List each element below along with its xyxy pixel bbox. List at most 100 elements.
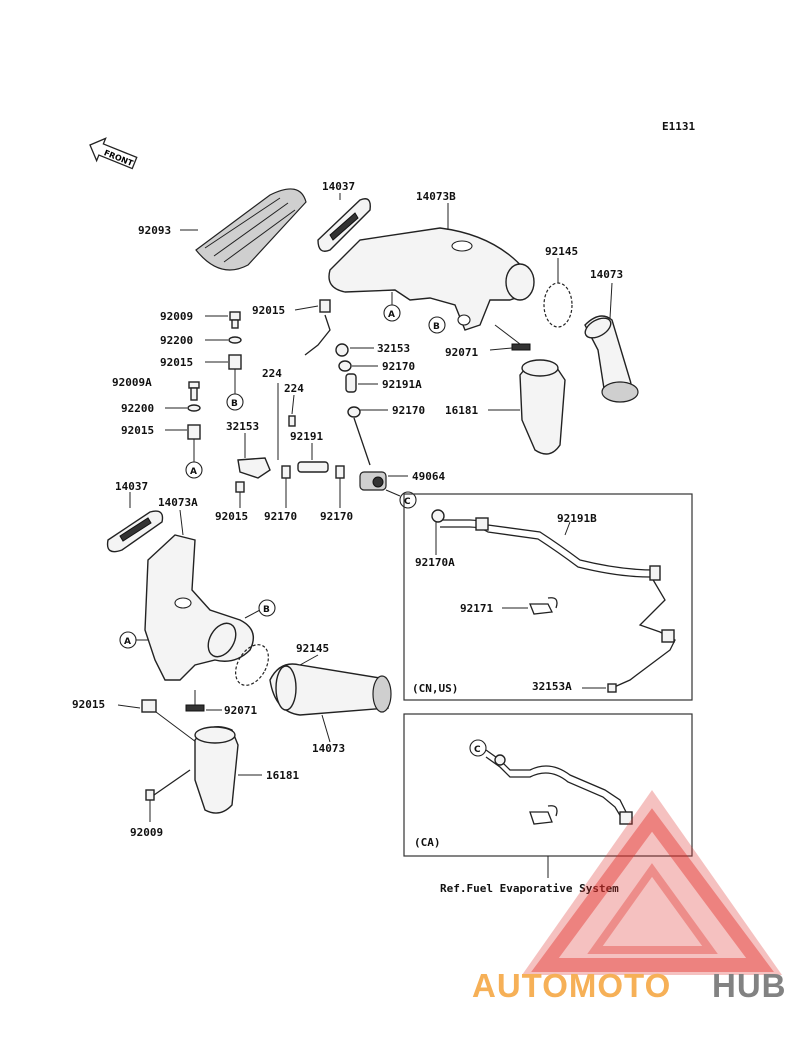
part-92071-clip-bottom xyxy=(185,704,205,712)
svg-text:B: B xyxy=(263,605,270,615)
label-92191A: 92191A xyxy=(382,378,422,391)
inset-ca-region: (CA) xyxy=(414,836,441,849)
reference-note: Ref.Fuel Evaporative System xyxy=(440,882,619,895)
part-92071-clip-top xyxy=(511,343,531,351)
svg-text:A: A xyxy=(190,467,197,477)
svg-text:A: A xyxy=(124,637,131,647)
label-92071-bot: 92071 xyxy=(224,704,257,717)
part-92170-clamp-d xyxy=(335,465,345,479)
label-14073B: 14073B xyxy=(416,190,456,203)
label-14073-bot: 14073 xyxy=(312,742,345,755)
part-92170A-clamp xyxy=(431,509,445,523)
part-32153-pipe-top xyxy=(304,314,349,357)
diagram-code: E1131 xyxy=(662,120,695,133)
label-92145-bot: 92145 xyxy=(296,642,329,655)
part-92171-clip xyxy=(529,597,558,615)
label-92200-top: 92200 xyxy=(160,334,193,347)
part-92015-collar-left xyxy=(187,424,201,440)
part-224-pin xyxy=(288,415,296,427)
label-92170A: 92170A xyxy=(415,556,455,569)
part-92191A-hose xyxy=(345,373,357,393)
svg-text:C: C xyxy=(404,497,411,507)
label-14037-bot: 14037 xyxy=(115,480,148,493)
part-92170-clamp-c xyxy=(281,465,291,479)
part-92145-oring-top xyxy=(543,282,573,328)
callout-A-bottom: A xyxy=(119,631,137,649)
svg-text:B: B xyxy=(231,399,238,409)
label-92170-c: 92170 xyxy=(264,510,297,523)
label-92071-top: 92071 xyxy=(445,346,478,359)
label-224-b: 224 xyxy=(284,382,304,395)
label-224-a: 224 xyxy=(262,367,282,380)
label-92170-a: 92170 xyxy=(382,360,415,373)
part-92015-collar-top xyxy=(228,354,242,370)
label-92015-under: 92015 xyxy=(215,510,248,523)
part-92191-hose xyxy=(297,461,329,473)
label-16181-bot: 16181 xyxy=(266,769,299,782)
label-92009-bot: 92009 xyxy=(130,826,163,839)
callout-B-top: B xyxy=(428,316,446,334)
part-92009A-bolt xyxy=(188,381,200,401)
label-32153A: 32153A xyxy=(532,680,572,693)
label-92145-top: 92145 xyxy=(545,245,578,258)
part-16181-boot-top xyxy=(519,359,566,455)
svg-text:A: A xyxy=(388,310,395,320)
part-14073-tube-top xyxy=(584,315,639,403)
svg-text:C: C xyxy=(474,745,481,755)
callout-B-left: B xyxy=(226,393,244,411)
part-92200-washer-top xyxy=(228,336,242,344)
callout-A-left: A xyxy=(185,461,203,479)
part-92015-collar-mid xyxy=(319,299,331,313)
label-49064: 49064 xyxy=(412,470,445,483)
part-14073-tube-bottom xyxy=(269,663,392,716)
label-32153-left: 32153 xyxy=(226,420,259,433)
label-92009A: 92009A xyxy=(112,376,152,389)
label-32153-top: 32153 xyxy=(377,342,410,355)
part-92009-bolt-bottom xyxy=(145,769,191,801)
callout-C-inset: C xyxy=(469,739,487,757)
inset-cn-us-region: (CN,US) xyxy=(412,682,458,695)
label-14037-top: 14037 xyxy=(322,180,355,193)
label-16181-top: 16181 xyxy=(445,404,478,417)
part-92200-washer-mid xyxy=(187,404,201,412)
part-14037-cover-bottom xyxy=(106,510,164,553)
logo-text-automoto: AUTOMOTO xyxy=(472,967,671,1004)
part-92009-bolt-top xyxy=(229,311,241,329)
label-92200-mid: 92200 xyxy=(121,402,154,415)
front-arrow-icon: FRONT xyxy=(89,137,138,170)
label-92171: 92171 xyxy=(460,602,493,615)
part-92170-clamp-a xyxy=(338,360,352,372)
label-92191B: 92191B xyxy=(557,512,597,525)
callout-B-bottom: B xyxy=(258,599,276,617)
part-92145-oring-bottom xyxy=(235,644,269,686)
part-32153-valve-left xyxy=(235,457,271,493)
callout-A-top: A xyxy=(383,304,401,322)
label-92170-b: 92170 xyxy=(392,404,425,417)
part-14073A-duct xyxy=(144,534,254,681)
label-92015-left: 92015 xyxy=(121,424,154,437)
label-92170-d: 92170 xyxy=(320,510,353,523)
automotohub-logo: AUTOMOTO HUB xyxy=(472,790,787,1004)
label-92191: 92191 xyxy=(290,430,323,443)
label-92015-top: 92015 xyxy=(160,356,193,369)
label-92015-low: 92015 xyxy=(72,698,105,711)
label-14073-top: 14073 xyxy=(590,268,623,281)
part-14073B-duct xyxy=(328,227,535,331)
label-92093: 92093 xyxy=(138,224,171,237)
svg-text:B: B xyxy=(433,322,440,332)
inset-ca-hose xyxy=(485,749,633,825)
part-49064-valve xyxy=(359,471,387,491)
logo-text-hub: HUB xyxy=(712,967,787,1004)
label-92015-mid: 92015 xyxy=(252,304,285,317)
part-92170-clamp-b xyxy=(347,406,361,418)
part-16181-boot-bottom xyxy=(194,726,239,814)
part-14037-cover-top xyxy=(317,198,371,252)
part-92093-filter xyxy=(195,188,307,271)
part-92015-collar-low xyxy=(141,699,157,713)
inset-cn-us-box xyxy=(403,493,693,701)
inset-cn-us-hose xyxy=(440,517,676,693)
label-14073A: 14073A xyxy=(158,496,198,509)
label-92009-top: 92009 xyxy=(160,310,193,323)
